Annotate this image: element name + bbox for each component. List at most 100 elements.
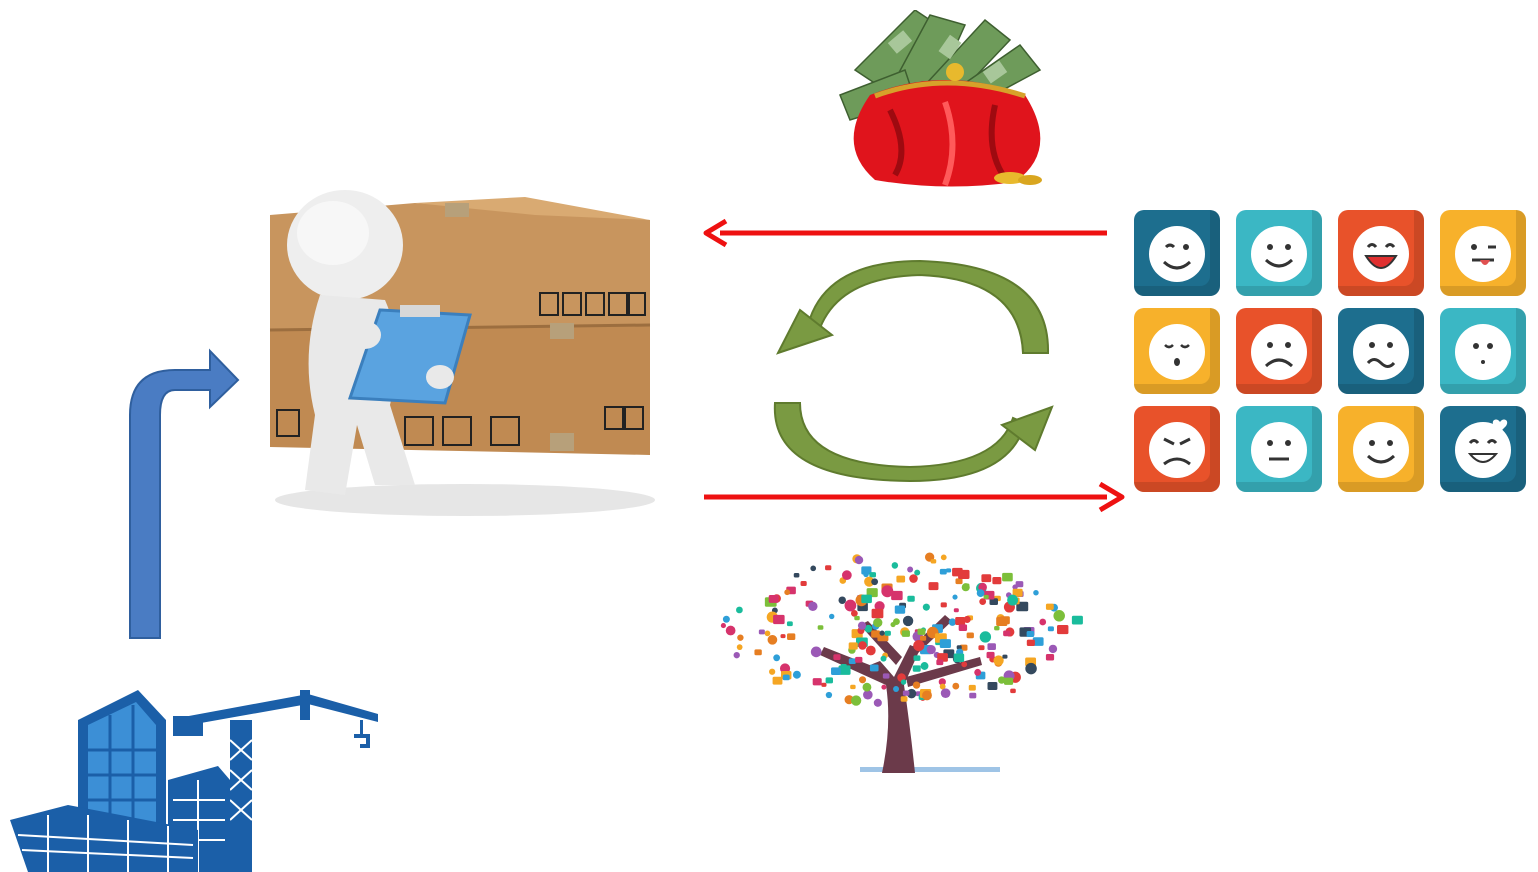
tree-leaf-icon — [825, 677, 833, 684]
tree-leaf-icon — [884, 630, 891, 636]
tree-leaf-icon — [978, 645, 985, 651]
tree-leaf-icon — [922, 603, 930, 611]
tree-leaf-icon — [969, 692, 977, 699]
tree-leaf-icon — [810, 646, 822, 658]
tree-leaf-icon — [784, 589, 791, 596]
tree-leaf-icon — [758, 629, 765, 635]
tree-leaf-icon — [940, 554, 947, 561]
tree-leaf-icon — [829, 613, 835, 620]
tree-leaf-icon — [907, 566, 914, 573]
tree-leaf-icon — [997, 676, 1006, 684]
tree-leaf-icon — [902, 690, 910, 696]
emoji-smile-icon — [1236, 210, 1322, 296]
tree-leaf-icon — [891, 590, 903, 601]
tree-leaf-icon — [722, 615, 730, 623]
tree-leaf-icon — [981, 574, 992, 583]
money-purse-icon — [835, 10, 1055, 190]
tree-leaf-icon — [917, 628, 926, 635]
tree-leaf-icon — [987, 682, 998, 690]
social-media-tree-icon — [710, 545, 1095, 780]
tree-leaf-icon — [854, 555, 864, 565]
tree-leaf-icon — [773, 614, 785, 625]
tree-leaf-icon — [767, 634, 778, 645]
tree-leaf-icon — [894, 605, 906, 614]
tree-leaf-icon — [902, 615, 914, 627]
tree-leaf-icon — [909, 574, 918, 583]
tree-leaf-icon — [912, 681, 921, 689]
tree-leaf-icon — [955, 578, 963, 585]
tree-leaf-icon — [773, 654, 781, 662]
tree-leaf-icon — [850, 684, 856, 690]
tree-leaf-icon — [891, 562, 899, 569]
emoji-neutral-dots-icon — [1440, 308, 1526, 394]
emoji-wink-smile-icon — [1134, 210, 1220, 296]
tree-leaf-icon — [838, 665, 851, 675]
emoji-laugh-icon — [1338, 210, 1424, 296]
tree-leaf-icon — [864, 624, 873, 633]
tree-leaf-icon — [1032, 637, 1044, 646]
tree-leaf-icon — [857, 621, 867, 630]
cycle-arrows-icon — [770, 255, 1060, 485]
tree-leaf-icon — [1002, 654, 1008, 659]
tree-leaf-icon — [922, 690, 932, 701]
tree-leaf-icon — [737, 634, 744, 641]
tree-leaf-icon — [808, 601, 818, 612]
tree-leaf-icon — [1045, 603, 1054, 610]
tree-leaf-icon — [817, 625, 824, 630]
tree-leaf-icon — [896, 575, 906, 583]
tree-leaf-icon — [983, 594, 989, 600]
factory-crane-icon — [8, 680, 388, 872]
tree-leaf-icon — [848, 642, 858, 650]
tree-leaf-icon — [938, 678, 946, 686]
tree-leaf-icon — [900, 679, 907, 685]
tree-leaf-icon — [841, 570, 852, 581]
tree-leaf-icon — [914, 569, 921, 576]
tree-leaf-icon — [865, 645, 876, 656]
tree-leaf-icon — [874, 601, 885, 612]
tree-leaf-icon — [882, 673, 890, 679]
tree-leaf-icon — [907, 595, 915, 602]
tree-leaf-icon — [953, 653, 965, 662]
tree-leaf-icon — [859, 676, 867, 684]
emoji-sad-icon — [1236, 308, 1322, 394]
tree-leaf-icon — [858, 641, 867, 650]
emoji-smile-icon — [1338, 406, 1424, 492]
tree-leaf-icon — [1071, 615, 1083, 625]
tree-leaf-icon — [992, 577, 1002, 585]
tree-leaf-icon — [855, 656, 863, 663]
tree-leaf-icon — [930, 559, 937, 564]
tree-leaf-icon — [869, 664, 879, 672]
arrow-to-warehouse — [700, 217, 1110, 249]
emoji-tongue-icon — [1440, 210, 1526, 296]
tree-leaf-icon — [963, 615, 971, 623]
tree-leaf-icon — [958, 624, 968, 632]
tree-leaf-icon — [831, 667, 841, 676]
tree-leaf-icon — [1039, 618, 1047, 626]
emoji-sleepy-icon — [1134, 308, 1220, 394]
tree-leaf-icon — [873, 698, 882, 707]
tree-leaf-icon — [1003, 630, 1011, 637]
tree-leaf-icon — [810, 565, 817, 572]
tree-leaf-icon — [880, 655, 887, 662]
tree-leaf-icon — [940, 688, 951, 698]
tree-leaf-icon — [952, 594, 958, 600]
tree-leaf-icon — [936, 659, 944, 666]
tree-leaf-icon — [955, 617, 966, 626]
tree-leaf-icon — [772, 676, 783, 685]
tree-leaf-icon — [800, 581, 807, 586]
tree-leaf-icon — [1057, 624, 1069, 635]
tree-leaf-icon — [1016, 601, 1029, 612]
tree-leaf-icon — [940, 602, 947, 608]
tree-leaf-icon — [953, 608, 959, 613]
tree-leaf-icon — [1033, 589, 1039, 596]
tree-leaf-icon — [920, 662, 929, 670]
tree-leaf-icon — [1007, 594, 1019, 606]
tree-leaf-icon — [952, 682, 960, 690]
tree-leaf-icon — [768, 594, 779, 603]
tree-leaf-icon — [1012, 588, 1023, 597]
tree-leaf-icon — [900, 696, 908, 702]
tree-leaf-icon — [1003, 677, 1014, 685]
tree-leaf-icon — [861, 566, 872, 575]
tree-leaf-icon — [825, 565, 832, 571]
tree-leaf-icon — [881, 684, 887, 690]
